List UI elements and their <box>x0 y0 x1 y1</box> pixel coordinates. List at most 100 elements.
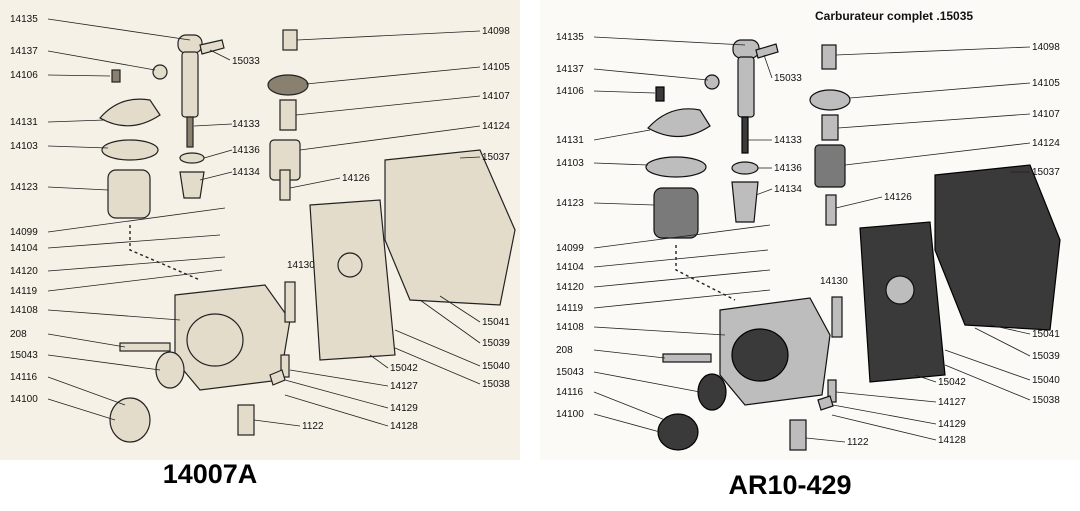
part-label: 14126 <box>884 192 912 203</box>
clamp-ring <box>155 351 185 389</box>
part-label: 14134 <box>774 184 802 195</box>
part-label: 14104 <box>556 262 584 273</box>
part-label: 14116 <box>556 387 584 398</box>
fuel-line-left <box>129 225 201 281</box>
washer <box>731 161 759 175</box>
part-label: 14129 <box>390 403 418 414</box>
part-label: 14108 <box>10 305 38 316</box>
part-label: 14126 <box>342 173 370 184</box>
air-filter-housing <box>934 164 1061 331</box>
main-jet <box>789 419 807 451</box>
part-label: 15033 <box>232 56 260 67</box>
part-label: 14130 <box>820 276 848 287</box>
jet-holder <box>731 181 759 223</box>
filter-hole <box>885 275 915 305</box>
part-label: 15041 <box>1032 329 1060 340</box>
part-label: 14119 <box>556 303 584 314</box>
part-label: 14120 <box>556 282 584 293</box>
part-label: 14120 <box>10 266 38 277</box>
idle-screw <box>284 281 296 323</box>
part-label: 15042 <box>938 377 966 388</box>
idle-screw <box>831 296 843 338</box>
part-label: 14137 <box>10 46 38 57</box>
part-label: 14116 <box>10 372 38 383</box>
left-leaders <box>47 18 481 427</box>
part-label: 14098 <box>482 26 510 37</box>
retaining-clip <box>817 395 834 411</box>
spring <box>821 114 839 141</box>
cap-nut <box>267 74 309 96</box>
top-screw <box>282 29 298 51</box>
part-label: 14098 <box>1032 42 1060 53</box>
banjo-fitting <box>177 34 203 54</box>
needle <box>741 116 749 154</box>
part-label: 15043 <box>10 350 38 361</box>
part-label: 14100 <box>10 394 38 405</box>
part-label: 15040 <box>1032 375 1060 386</box>
right-diagram: Carburateur complet .15035 <box>556 9 1061 500</box>
part-label: 15041 <box>482 317 510 328</box>
gasket-ring <box>645 156 707 178</box>
part-label: 14136 <box>232 145 260 156</box>
part-label: 14134 <box>232 167 260 178</box>
part-label: 15037 <box>482 152 510 163</box>
part-label: 15039 <box>1032 351 1060 362</box>
part-label: 14131 <box>556 135 584 146</box>
left-parts <box>99 29 516 443</box>
needle <box>186 116 194 148</box>
part-label: 15039 <box>482 338 510 349</box>
part-label: 14124 <box>1032 138 1060 149</box>
part-label: 14124 <box>482 121 510 132</box>
part-label: 15040 <box>482 361 510 372</box>
part-label: 14123 <box>10 182 38 193</box>
filter-plate <box>309 199 396 361</box>
part-label: 15033 <box>774 73 802 84</box>
inlet-nozzle <box>755 43 779 59</box>
part-label: 14136 <box>774 163 802 174</box>
part-label: 14107 <box>482 91 510 102</box>
part-label: 208 <box>10 329 27 340</box>
part-label: 1122 <box>302 421 324 432</box>
left-diagram: 1413514137141061413114103141231409914104… <box>10 14 516 489</box>
float <box>653 187 699 239</box>
washer <box>179 152 205 164</box>
banjo-fitting <box>732 39 760 59</box>
left-part-labels: 1413514137141061413114103141231409914104… <box>10 14 510 432</box>
inlet-nozzle <box>199 39 225 55</box>
part-label: 14106 <box>10 70 38 81</box>
air-horn <box>657 413 699 451</box>
gasket-ring <box>101 139 159 161</box>
part-label: 14103 <box>10 141 38 152</box>
main-jet <box>237 404 255 436</box>
right-caption: AR10-429 <box>728 470 851 500</box>
part-label: 14119 <box>10 286 38 297</box>
fuel-inlet-tube <box>737 56 755 118</box>
part-label: 14131 <box>10 117 38 128</box>
part-label: 15037 <box>1032 167 1060 178</box>
air-horn <box>109 397 151 443</box>
clamp-ring <box>697 373 727 411</box>
choke-lever <box>279 169 291 201</box>
part-label: 14099 <box>556 243 584 254</box>
left-caption: 14007A <box>163 459 258 489</box>
part-label: 15042 <box>390 363 418 374</box>
right-title: Carburateur complet .15035 <box>815 9 973 23</box>
jet-holder <box>179 171 205 199</box>
clamp-screw <box>119 342 171 352</box>
part-label: 14129 <box>938 419 966 430</box>
air-filter-housing <box>384 149 516 306</box>
float-pin <box>152 64 168 80</box>
slide <box>814 144 846 188</box>
part-label: 14133 <box>774 135 802 146</box>
cap-nut <box>809 89 851 111</box>
float-bowl-cover <box>647 108 711 138</box>
part-label: 1122 <box>847 437 869 448</box>
part-label: 14130 <box>287 260 315 271</box>
float-pin <box>704 74 720 90</box>
part-label: 14100 <box>556 409 584 420</box>
clamp-screw <box>662 353 712 363</box>
part-label: 15038 <box>482 379 510 390</box>
small-screw <box>111 69 121 83</box>
